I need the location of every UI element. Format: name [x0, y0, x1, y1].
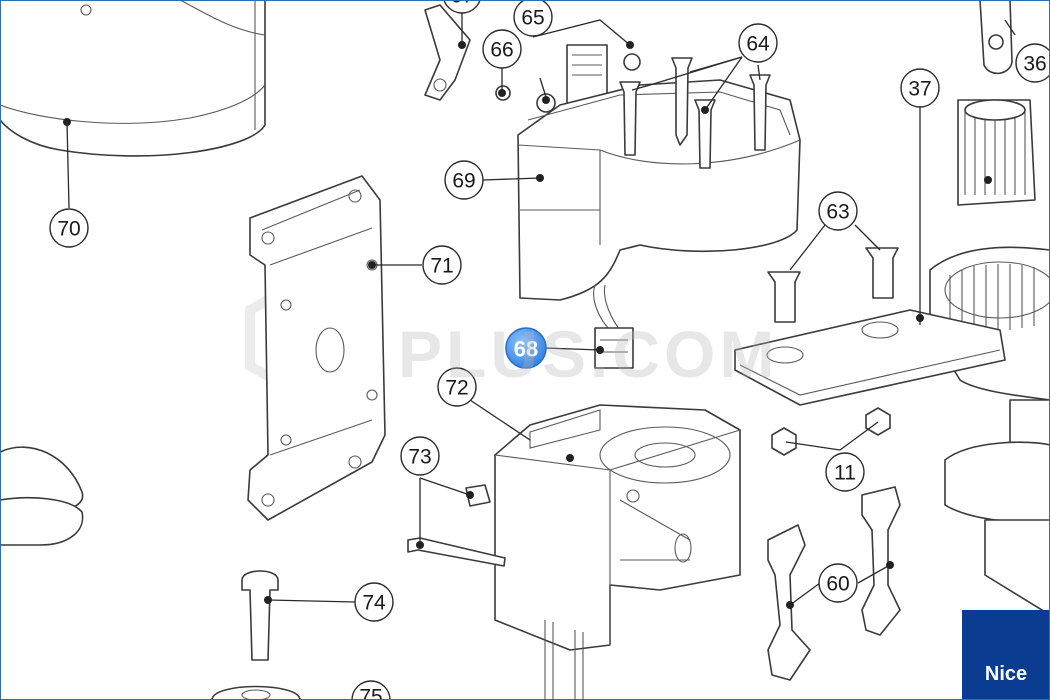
- callouts: 67 65 66 64 36 37: [49, 0, 1050, 700]
- callout-68[interactable]: 68: [505, 327, 547, 369]
- svg-text:71: 71: [430, 255, 453, 278]
- watermark-text: PLUS.COM: [398, 317, 779, 391]
- callout-75[interactable]: 75: [351, 680, 391, 700]
- callout-67[interactable]: 67: [443, 0, 481, 14]
- part-72-body: [494, 404, 741, 700]
- svg-text:64: 64: [746, 33, 770, 56]
- svg-text:68: 68: [514, 337, 538, 362]
- callout-64[interactable]: 64: [738, 23, 778, 63]
- callout-71[interactable]: 71: [422, 245, 462, 285]
- part-71-plate: [247, 175, 386, 521]
- svg-text:67: 67: [450, 0, 473, 8]
- part-69-housing: [517, 79, 801, 301]
- callout-66[interactable]: 66: [482, 29, 522, 69]
- svg-text:63: 63: [826, 201, 849, 224]
- callout-72[interactable]: 72: [437, 367, 477, 407]
- svg-text:65: 65: [521, 7, 544, 30]
- part-75-washer: [211, 685, 301, 700]
- leader-dots: [264, 41, 924, 609]
- part-gear-cluster: [957, 99, 1036, 206]
- leader-lines: [66, 13, 1016, 606]
- svg-text:70: 70: [57, 218, 80, 241]
- svg-text:36: 36: [1023, 53, 1046, 76]
- callout-11[interactable]: 11: [825, 452, 865, 492]
- svg-text:37: 37: [908, 78, 931, 101]
- callout-60[interactable]: 60: [818, 563, 858, 603]
- part-70-cover: [0, 0, 266, 157]
- svg-text:72: 72: [445, 377, 468, 400]
- part-dome-cap: [0, 446, 84, 546]
- callout-65[interactable]: 65: [513, 0, 553, 37]
- part-11-nuts: [771, 407, 891, 456]
- part-36: [979, 0, 1013, 75]
- part-37-bracket: [734, 309, 1006, 406]
- part-63-screws: [767, 247, 899, 323]
- callout-36[interactable]: 36: [1015, 43, 1050, 83]
- part-73-bolt: [407, 484, 506, 567]
- callout-74[interactable]: 74: [354, 582, 394, 622]
- svg-text:69: 69: [452, 170, 475, 193]
- callout-63[interactable]: 63: [818, 191, 858, 231]
- svg-text:75: 75: [359, 686, 382, 700]
- part-67-bracket: [424, 4, 471, 101]
- callout-69[interactable]: 69: [444, 160, 484, 200]
- brand-label: Nice: [984, 663, 1028, 685]
- svg-text:74: 74: [362, 592, 386, 615]
- callout-37[interactable]: 37: [900, 68, 940, 108]
- part-right-gear: [944, 399, 1050, 616]
- part-64-screws: [619, 57, 771, 169]
- svg-text:11: 11: [834, 462, 856, 485]
- svg-text:66: 66: [490, 39, 513, 62]
- part-74-screw: [241, 570, 279, 661]
- callout-70[interactable]: 70: [49, 208, 89, 248]
- callout-73[interactable]: 73: [400, 436, 440, 476]
- svg-text:73: 73: [408, 446, 431, 469]
- svg-text:60: 60: [826, 573, 849, 596]
- brand-logo: Nice: [962, 610, 1050, 700]
